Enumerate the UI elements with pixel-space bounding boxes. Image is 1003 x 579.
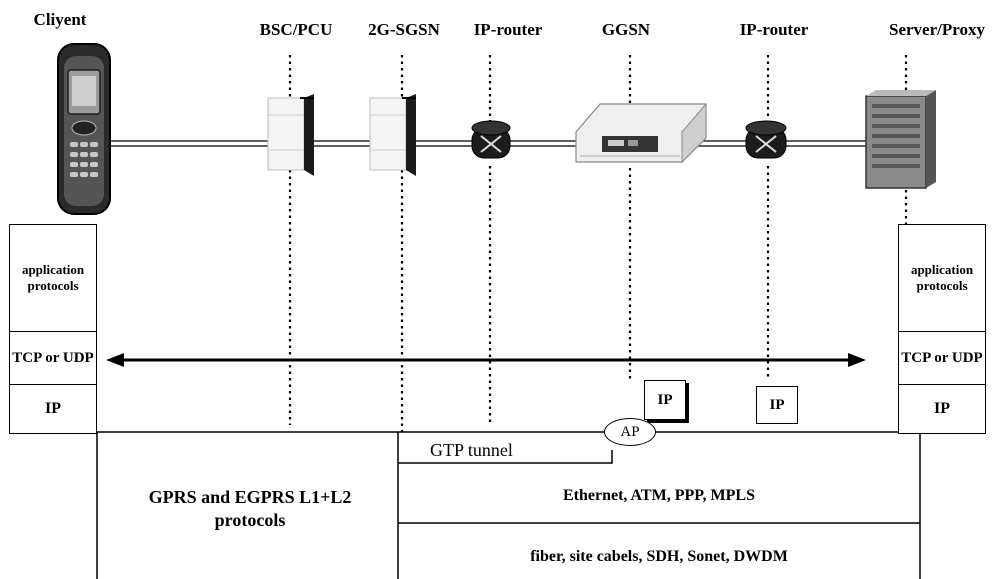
right-tcp-udp: TCP or UDP bbox=[898, 331, 986, 385]
mobile-phone-icon bbox=[58, 44, 110, 214]
router-icon bbox=[472, 121, 510, 158]
sgsn-cabinet-icon bbox=[370, 94, 416, 176]
router-icon bbox=[746, 121, 786, 158]
ggsn-chassis-icon bbox=[576, 104, 706, 162]
server-tower-icon bbox=[866, 90, 936, 188]
left-tcp-udp: TCP or UDP bbox=[9, 331, 97, 385]
bsc-cabinet-icon bbox=[268, 94, 314, 176]
l2-protocols-label: Ethernet, ATM, PPP, MPLS bbox=[398, 487, 920, 505]
router-ip-box: IP bbox=[756, 386, 798, 424]
right-ip: IP bbox=[898, 384, 986, 434]
ggsn-ip-box: IP bbox=[644, 380, 686, 420]
end-to-end-arrow bbox=[106, 353, 866, 367]
gtp-tunnel-label: GTP tunnel bbox=[430, 440, 580, 461]
left-application-protocols: application protocols bbox=[9, 224, 97, 332]
right-application-protocols: application protocols bbox=[898, 224, 986, 332]
left-ip: IP bbox=[9, 384, 97, 434]
l1-media-label: fiber, site cabels, SDH, Sonet, DWDM bbox=[398, 548, 920, 566]
gprs-egprs-label: GPRS and EGPRS L1+L2 protocols bbox=[140, 486, 360, 533]
access-point-ellipse: AP bbox=[604, 418, 656, 446]
